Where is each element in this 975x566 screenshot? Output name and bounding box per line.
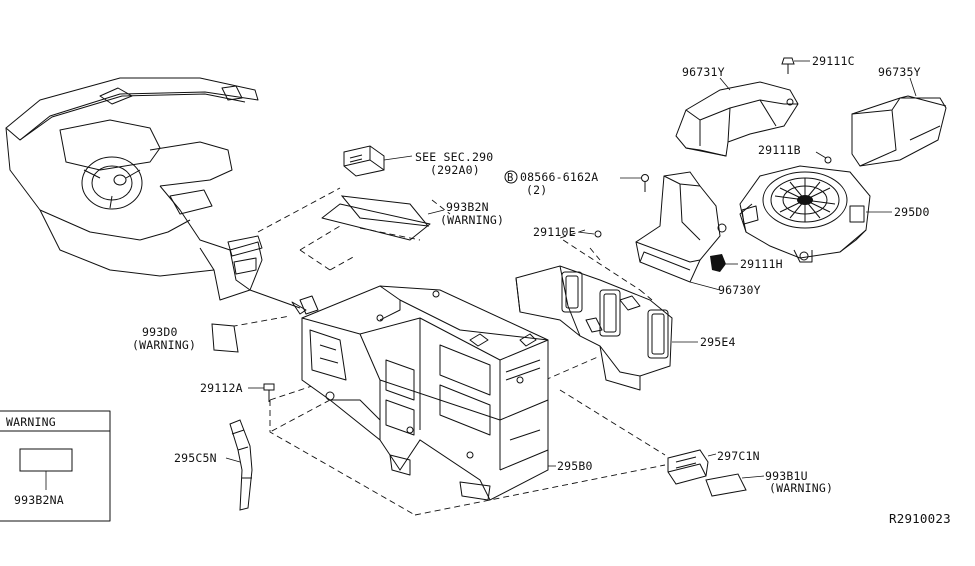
duct-96731y [675,77,799,157]
label-993b2n-note: (WARNING) [440,213,504,227]
label-297c1n: 297C1N [717,449,760,463]
label-993b1u-note: (WARNING) [769,481,833,495]
clip-29111c [781,57,810,74]
duct-295e4 [515,265,673,391]
harness-295c5n [225,419,253,511]
label-29111c: 29111C [812,54,855,68]
ref-b-circle: B [504,170,518,184]
connector-297c1n [667,449,717,485]
dashboard-console-illustration [5,77,307,315]
label-993b1u: 993B1U [765,469,808,483]
duct-96735y [851,77,947,167]
label-295e4: 295E4 [700,335,736,349]
label-993d0-note: (WARNING) [132,338,196,352]
label-295b0: 295B0 [557,459,593,473]
warning-inset-box [0,410,111,522]
diagram-id: R2910023 [889,511,951,526]
warning-label-993b2n [340,195,430,227]
label-993d0: 993D0 [142,325,178,339]
label-29111h: 29111H [740,257,783,271]
warning-inset-part: 993B2NA [14,493,64,507]
warning-inset-title: WARNING [6,415,56,429]
label-96730y: 96730Y [718,283,761,297]
screw-08566-6162a [620,174,649,192]
label-29111b: 29111B [758,143,801,157]
clip-29111h [710,254,738,272]
duct-96730y [635,171,727,291]
label-see-sec: SEE SEC.290 [415,150,493,164]
battery-frame-295b0 [299,285,549,501]
label-see-sec-sub: (292A0) [430,163,480,177]
bolt-29112a [248,383,275,402]
warning-label-993b1u [705,473,747,497]
label-29112a: 29112A [200,381,243,395]
warning-label-993d0 [211,323,239,353]
clip-29110e [577,230,602,238]
warning-inset-label-shape [19,448,73,472]
sec290-bracket [343,145,413,177]
label-96735y: 96735Y [878,65,921,79]
blower-fan-295d0 [739,165,892,263]
label-295d0: 295D0 [894,205,930,219]
clip-29111b [815,151,832,164]
label-29110e: 29110E [533,225,576,239]
label-993b2n: 993B2N [446,200,489,214]
ref-b-letter: B [507,172,514,184]
label-08566-6162a: 08566-6162A [520,170,598,184]
label-08566-qty: (2) [526,183,547,197]
label-295c5n: 295C5N [174,451,217,465]
label-96731y: 96731Y [682,65,725,79]
